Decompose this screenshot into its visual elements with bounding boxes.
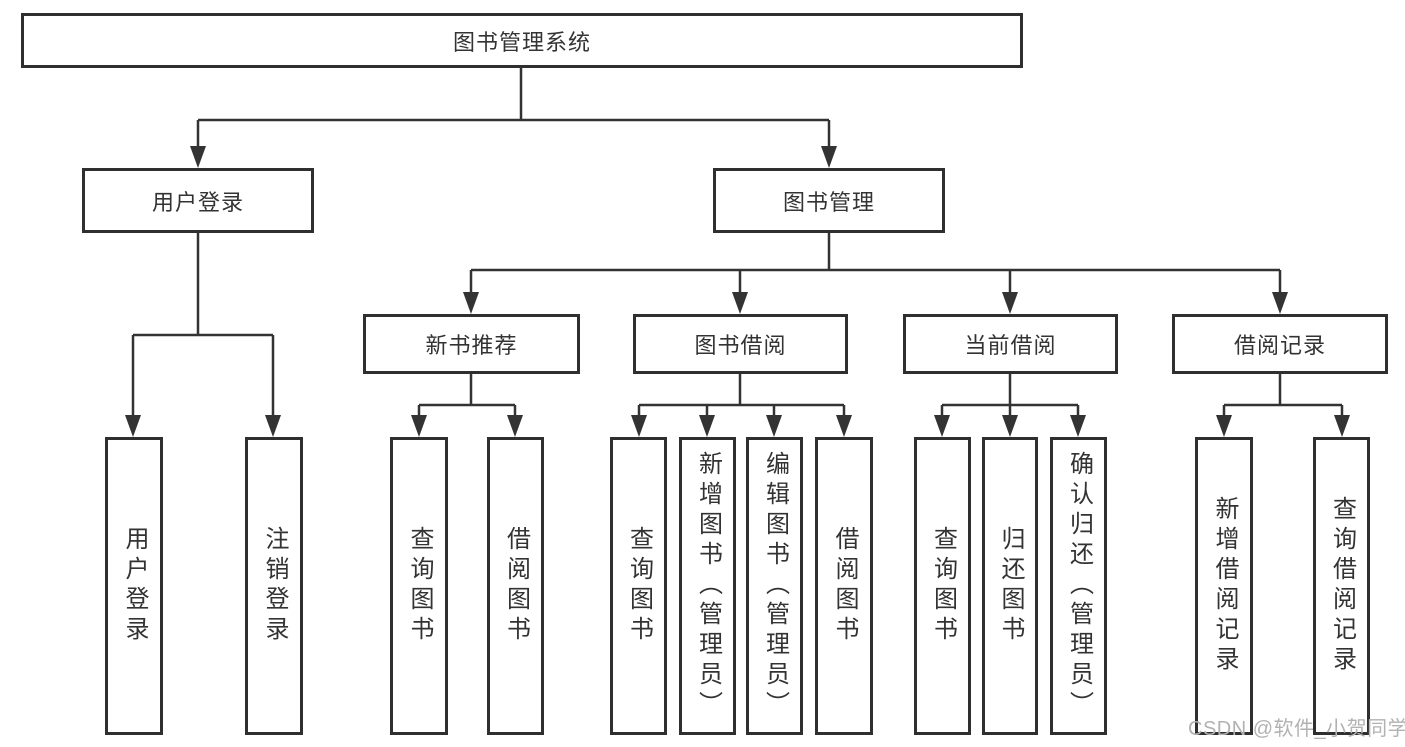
- node-leaf-query-borrow-record: 查询借阅记录: [1313, 437, 1370, 735]
- node-label: 图书管理系统: [452, 29, 591, 55]
- node-new-book-recommend: 新书推荐: [363, 314, 580, 374]
- node-borrow-records: 借阅记录: [1172, 314, 1388, 374]
- node-leaf-edit-books-admin: 编辑图书（管理员）: [746, 437, 803, 735]
- node-label: 图书借阅: [694, 333, 787, 358]
- node-leaf-borrow-books-2: 借阅图书: [815, 437, 873, 735]
- node-label: 借阅图书: [502, 526, 530, 646]
- node-current-borrow: 当前借阅: [903, 314, 1118, 374]
- node-label: 新书推荐: [425, 333, 518, 358]
- node-leaf-return-books: 归还图书: [982, 437, 1038, 735]
- node-book-management: 图书管理: [713, 168, 945, 233]
- node-label: 查询图书: [929, 526, 957, 646]
- node-label: 借阅图书: [831, 526, 858, 646]
- node-label: 归还图书: [997, 526, 1024, 646]
- node-label: 编辑图书（管理员）: [761, 451, 789, 721]
- node-label: 图书管理: [782, 189, 875, 215]
- node-label: 借阅记录: [1233, 333, 1326, 358]
- node-leaf-borrow-books-1: 借阅图书: [487, 437, 544, 735]
- node-label: 查询图书: [406, 526, 433, 646]
- node-leaf-user-login: 用户登录: [105, 437, 163, 735]
- node-leaf-confirm-return-admin: 确认归还（管理员）: [1050, 437, 1107, 735]
- node-book-borrow: 图书借阅: [633, 314, 848, 374]
- arrowheads: [125, 146, 1350, 437]
- node-leaf-add-books-admin: 新增图书（管理员）: [679, 437, 736, 735]
- node-user-login: 用户登录: [82, 168, 314, 233]
- node-root-library-system: 图书管理系统: [21, 13, 1023, 68]
- node-label: 新增图书（管理员）: [694, 451, 722, 721]
- node-leaf-logout: 注销登录: [245, 437, 303, 735]
- node-leaf-query-books-1: 查询图书: [390, 437, 448, 735]
- node-label: 注销登录: [261, 526, 288, 646]
- node-leaf-query-books-3: 查询图书: [914, 437, 971, 735]
- node-label: 用户登录: [121, 526, 148, 646]
- node-leaf-add-borrow-record: 新增借阅记录: [1195, 437, 1253, 735]
- node-label: 新增借阅记录: [1211, 496, 1238, 676]
- csdn-watermark: CSDN @软件_小贺同学: [1188, 718, 1405, 740]
- node-label: 确认归还（管理员）: [1065, 451, 1093, 721]
- node-label: 查询借阅记录: [1328, 496, 1356, 676]
- node-label: 用户登录: [151, 189, 244, 215]
- node-label: 当前借阅: [964, 333, 1057, 358]
- node-leaf-query-books-2: 查询图书: [610, 437, 667, 735]
- node-label: 查询图书: [625, 526, 653, 646]
